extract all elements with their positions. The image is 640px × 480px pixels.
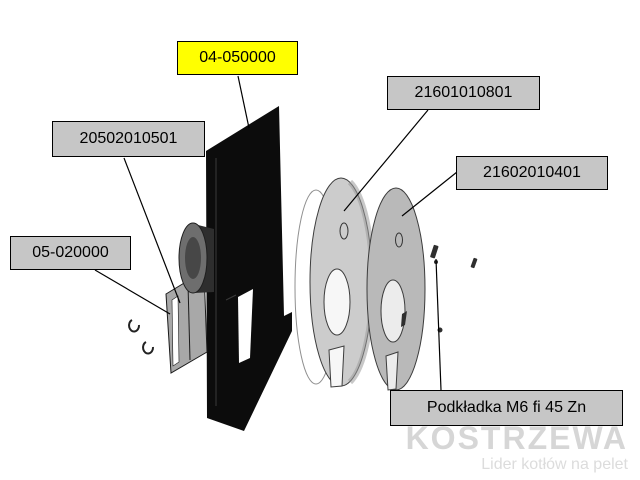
part-label-04-050000[interactable]: 04-050000 — [177, 41, 298, 75]
insulation-disc-front-drawing — [309, 177, 376, 388]
part-label-podkladka[interactable]: Podkładka M6 fi 45 Zn — [390, 390, 623, 426]
insulation-disc-rear-drawing — [366, 187, 426, 391]
leader-line-21602010401 — [401, 171, 458, 217]
leader-lines — [94, 75, 458, 391]
leader-line-21601010801 — [343, 109, 429, 212]
fastener-screws-drawing — [128, 319, 154, 355]
mounting-bracket-drawing — [165, 270, 208, 374]
leader-line-20502010501 — [123, 157, 181, 304]
part-label-21601010801[interactable]: 21601010801 — [387, 76, 540, 110]
fan-motor-drawing — [178, 222, 214, 294]
part-label-20502010501[interactable]: 20502010501 — [52, 121, 205, 157]
leader-line-04-050000 — [237, 75, 250, 129]
part-label-21602010401[interactable]: 21602010401 — [456, 156, 608, 190]
leader-line-05-020000 — [94, 269, 171, 315]
leader-line-podkladka — [435, 258, 442, 391]
washer-m6-drawing — [430, 244, 439, 264]
small-screws-right-drawing — [437, 257, 478, 333]
part-label-05-020000[interactable]: 05-020000 — [10, 236, 131, 270]
burner-plate-drawing — [206, 106, 292, 431]
